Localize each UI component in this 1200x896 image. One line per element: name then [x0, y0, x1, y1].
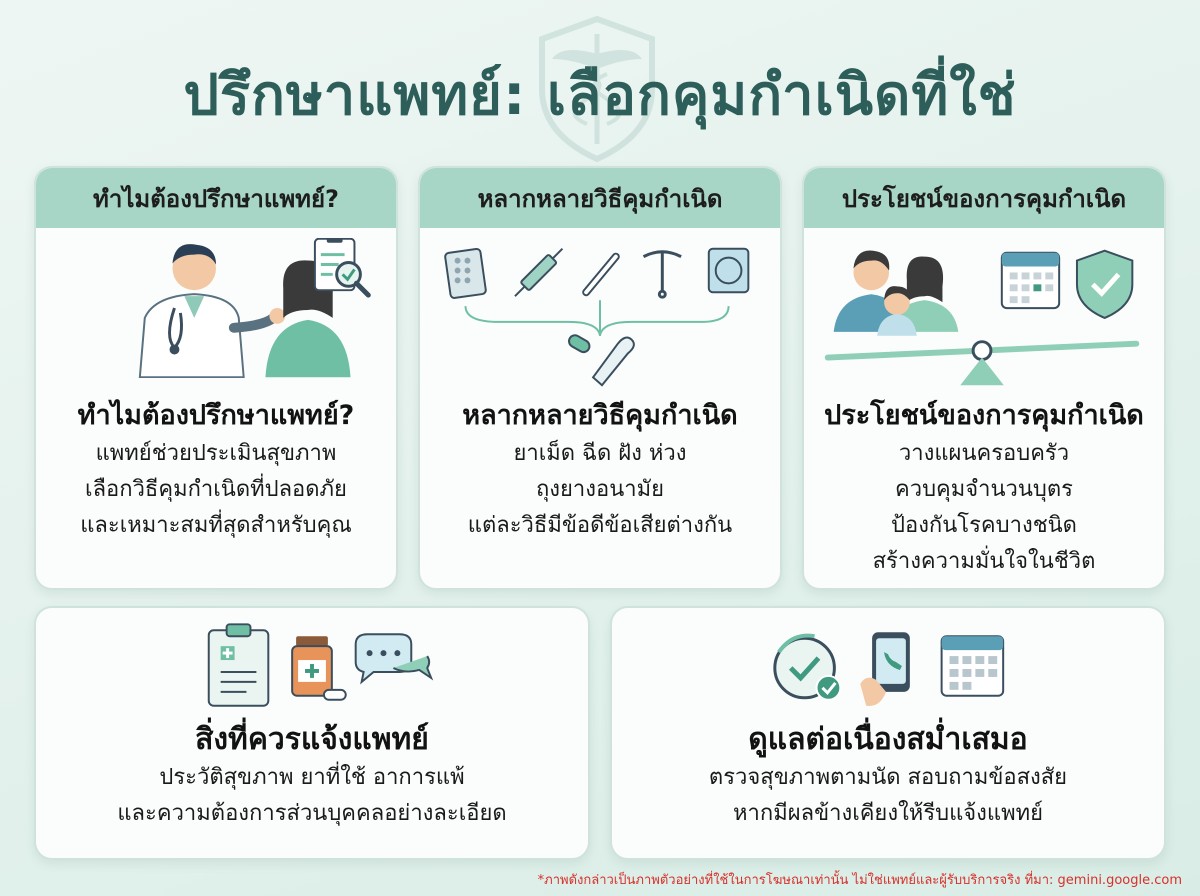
card-text-line: ยาเม็ด ฉีด ฝัง ห่วง	[513, 441, 687, 466]
contraceptive-methods-illustration-icon	[444, 247, 750, 387]
medical-record-illustration-icon	[207, 623, 434, 707]
card-heading: สิ่งที่ควรแจ้งแพทย์	[195, 722, 429, 757]
card-inform-doctor: สิ่งที่ควรแจ้งแพทย์ ประวัติสุขภาพ ยาที่ใ…	[34, 606, 590, 860]
card-heading: ประโยชน์ของการคุมกำเนิด	[824, 400, 1144, 431]
clock-check-icon	[773, 633, 842, 701]
card-header: ประโยชน์ของการคุมกำเนิด	[804, 168, 1164, 228]
card-heading: ดูแลต่อเนื่องสม่ำเสมอ	[748, 722, 1028, 757]
card-text-line: แต่ละวิธีมีข้อดีข้อเสียต่างกัน	[467, 513, 733, 538]
card-methods: หลากหลายวิธีคุมกำเนิด	[418, 166, 782, 590]
doctor-patient-illustration-icon	[138, 238, 371, 378]
calendar-icon	[1000, 251, 1061, 310]
phone-call-icon	[860, 632, 910, 706]
pill-pack-icon	[444, 247, 487, 299]
medicine-bottle-icon	[291, 636, 347, 701]
iud-icon	[642, 250, 682, 299]
card-text-line: ป้องกันโรคบางชนิด	[891, 513, 1077, 538]
family-planning-illustration-icon	[824, 249, 1140, 386]
card-text-line: วางแผนครอบครัว	[898, 441, 1070, 466]
syringe-icon	[514, 248, 564, 297]
page-title: ปรึกษาแพทย์: เลือกคุมกำเนิดที่ใช่	[183, 63, 1017, 128]
card-benefits: ประโยชน์ของการคุมกำเนิด ประโยชน์ของการคุ…	[802, 166, 1166, 590]
card-heading: ทำไมต้องปรึกษาแพทย์?	[77, 400, 355, 431]
follow-up-illustration-icon	[773, 632, 1005, 706]
condom-package-icon	[707, 247, 750, 294]
card-why-consult: ทำไมต้องปรึกษาแพทย์? ทำไมต้องปรึกษาแพทย์…	[34, 166, 398, 590]
card-text-line: และเหมาะสมที่สุดสำหรับคุณ	[80, 513, 352, 538]
card-text-line: ตรวจสุขภาพตามนัด สอบถามข้อสงสัย	[708, 765, 1068, 790]
card-text-line: เลือกวิธีคุมกำเนิดที่ปลอดภัย	[85, 477, 347, 502]
card-text-line: สร้างความมั่นใจในชีวิต	[872, 549, 1096, 574]
card-continuous-care: ดูแลต่อเนื่องสม่ำเสมอ ตรวจสุขภาพตามนัด ส…	[610, 606, 1166, 860]
disclaimer-note: *ภาพดังกล่าวเป็นภาพตัวอย่างที่ใช้ในการโฆ…	[537, 873, 1182, 888]
card-header: หลากหลายวิธีคุมกำเนิด	[420, 168, 780, 228]
clipboard-icon	[207, 623, 270, 707]
card-text-line: หากมีผลข้างเคียงให้รีบแจ้งแพทย์	[733, 801, 1043, 826]
calendar-icon	[940, 635, 1005, 697]
chat-bubbles-icon	[354, 633, 434, 685]
card-text-line: ควบคุมจำนวนบุตร	[895, 477, 1073, 502]
card-text-line: แพทย์ช่วยประเมินสุขภาพ	[95, 441, 337, 466]
card-text-line: และความต้องการส่วนบุคคลอย่างละเอียด	[117, 801, 507, 826]
card-text-line: ถุงยางอนามัย	[535, 477, 665, 502]
caduceus-shield-watermark-icon	[539, 15, 655, 163]
card-header: ทำไมต้องปรึกษาแพทย์?	[36, 168, 396, 228]
card-text-line: ประวัติสุขภาพ ยาที่ใช้ อาการแพ้	[159, 765, 465, 790]
card-heading: หลากหลายวิธีคุมกำเนิด	[462, 400, 738, 431]
shield-check-icon	[1075, 249, 1134, 320]
